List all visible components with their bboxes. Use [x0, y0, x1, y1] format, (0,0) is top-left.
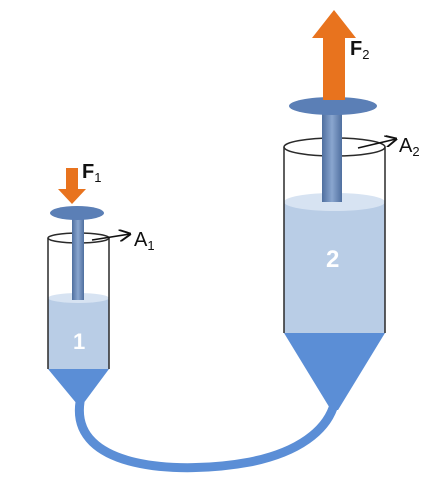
up-force-arrow	[312, 10, 356, 100]
small-cylinder-fluid	[48, 298, 109, 369]
area-label-a1: A	[134, 229, 148, 251]
large-cylinder-fluid	[284, 202, 385, 333]
svg-text:A2: A2	[399, 135, 420, 159]
small-piston-plate	[50, 206, 104, 220]
cylinder-number-2: 2	[326, 246, 339, 273]
cylinder-number-1: 1	[73, 329, 85, 354]
area-pointer-arrow-small	[91, 234, 130, 240]
large-piston-plate	[289, 97, 377, 115]
down-force-arrow	[58, 168, 86, 204]
force-label-f1: F	[82, 161, 94, 183]
area-label-a2: A	[399, 135, 413, 157]
svg-text:A1: A1	[134, 229, 155, 253]
small-cylinder-funnel	[48, 369, 109, 404]
small-piston-rod	[72, 214, 84, 300]
svg-text:F2: F2	[350, 38, 369, 62]
large-piston-rod	[322, 110, 342, 202]
connecting-tube	[74, 397, 338, 473]
large-cylinder-funnel	[284, 333, 385, 410]
force-label-f2: F	[350, 38, 362, 60]
svg-text:F1: F1	[82, 161, 101, 185]
area-pointer-arrow-large	[357, 139, 396, 149]
